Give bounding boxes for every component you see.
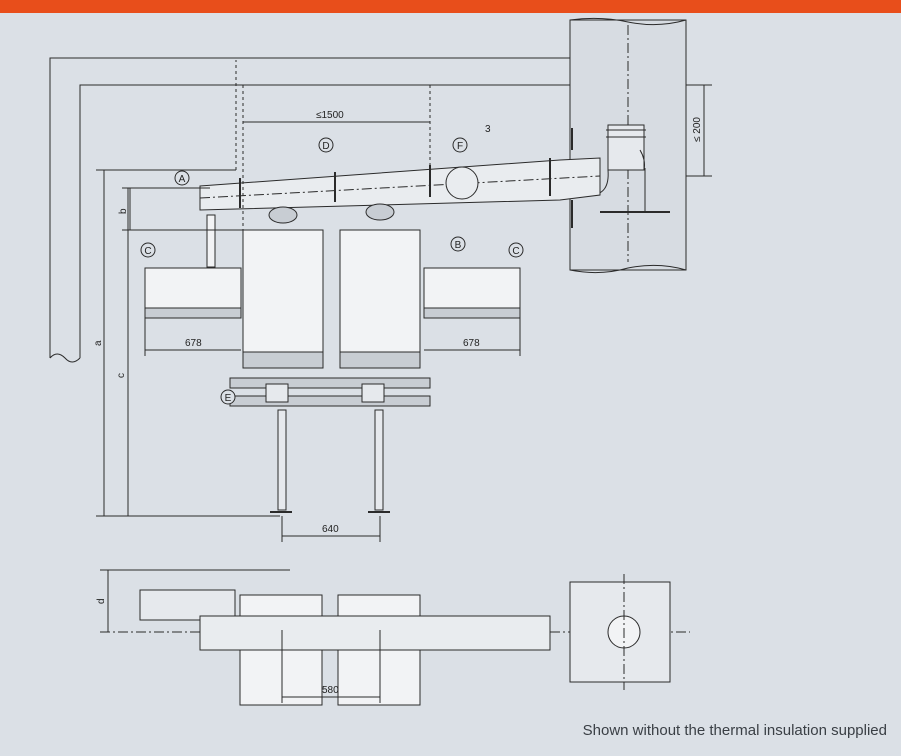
flue-header: [199, 157, 601, 211]
condensate-trap: [206, 214, 216, 268]
manifold: [229, 377, 431, 407]
dim-max-spacing: ≤1500: [316, 110, 344, 121]
vertical-flue: [560, 124, 646, 196]
side-unit-right: [423, 267, 521, 319]
caption: Shown without the thermal insulation sup…: [582, 722, 887, 739]
accent-bar: [0, 0, 901, 13]
dim-side-right: 678: [463, 338, 480, 349]
dim-c: c: [116, 373, 127, 378]
dim-d: d: [96, 598, 107, 604]
callout-circles: [140, 137, 524, 405]
ceiling-wall: [49, 57, 572, 363]
side-unit-left: [144, 267, 242, 319]
callout-b: B: [455, 240, 462, 251]
dimension-lines-horizontal: [144, 84, 712, 542]
callout-e: E: [225, 393, 232, 404]
callout-c-left: C: [144, 246, 151, 257]
dim-frame-width: 640: [322, 524, 339, 535]
dim-slope: 3: [485, 124, 491, 135]
support-frame: [270, 409, 390, 513]
dim-a: a: [93, 340, 104, 346]
callout-a: A: [179, 174, 186, 185]
dimension-lines-vertical: [96, 60, 280, 517]
dim-side-left: 678: [185, 338, 202, 349]
callout-f: F: [457, 141, 463, 152]
plan-view: [100, 569, 690, 706]
boiler-unit-left: [242, 206, 324, 369]
callout-d: D: [322, 141, 329, 152]
dim-max-offset: ≤ 200: [692, 117, 703, 142]
dim-b: b: [118, 208, 129, 214]
dim-plan-width: 580: [322, 685, 339, 696]
callout-c-right: C: [512, 246, 519, 257]
boiler-unit-right: [339, 203, 421, 369]
